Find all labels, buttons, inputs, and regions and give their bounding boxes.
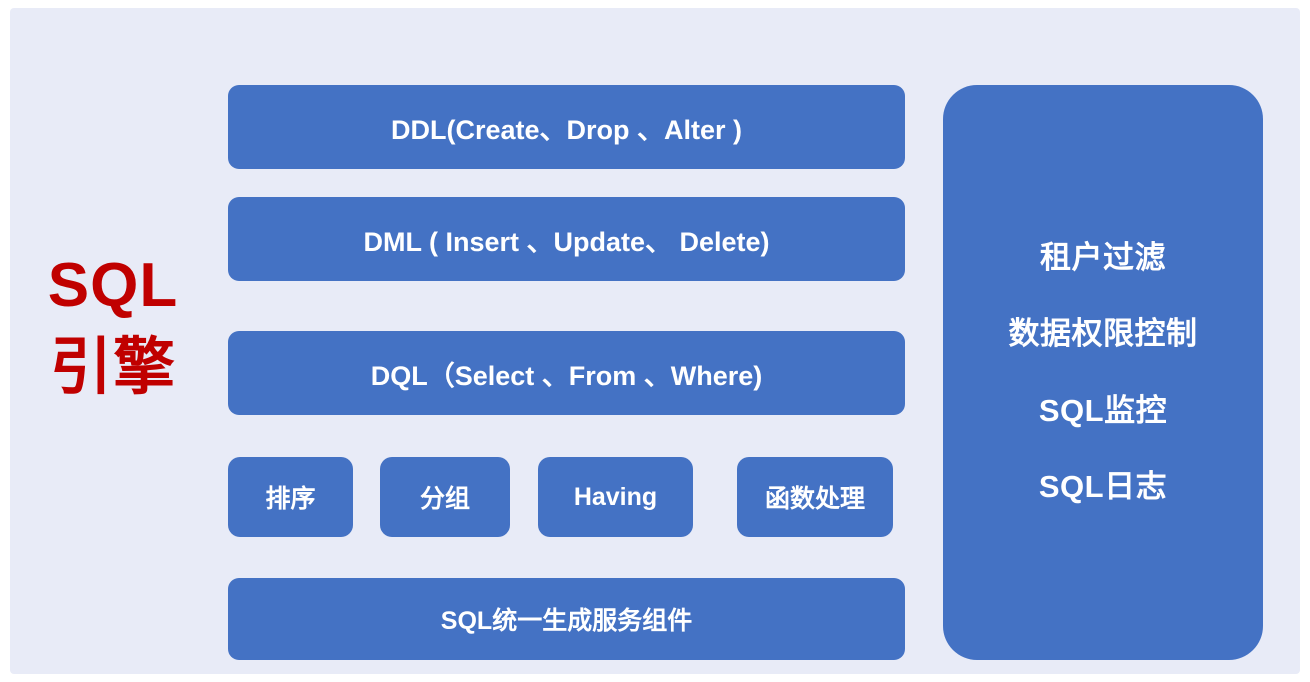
layer-box-ddl[interactable]: DDL(Create、Drop 、Alter ) — [228, 85, 905, 169]
operation-box-sort[interactable]: 排序 — [228, 457, 353, 537]
sql-engine-title-line1: SQL — [47, 251, 179, 320]
layer-box-dql[interactable]: DQL（Select 、From 、Where) — [228, 331, 905, 415]
operation-box-group[interactable]: 分组 — [380, 457, 510, 537]
operation-box-group-label: 分组 — [419, 485, 470, 513]
operation-box-function[interactable]: 函数处理 — [737, 457, 893, 537]
layer-box-dql-label: DQL（Select 、From 、Where) — [370, 360, 763, 391]
service-component-box[interactable]: SQL统一生成服务组件 — [228, 578, 905, 660]
service-component-label: SQL统一生成服务组件 — [440, 607, 693, 635]
operation-box-having-label: Having — [573, 482, 658, 511]
layer-box-dml-label: DML ( Insert 、Update、 Delete) — [363, 226, 770, 257]
side-item-data-permission[interactable]: 数据权限控制 — [1008, 316, 1198, 352]
layer-box-ddl-label: DDL(Create、Drop 、Alter ) — [390, 114, 743, 145]
sql-engine-title-line2: 引擎 — [49, 332, 176, 402]
operation-box-function-label: 函数处理 — [764, 485, 865, 513]
operation-box-having[interactable]: Having — [538, 457, 693, 537]
side-item-sql-monitor[interactable]: SQL监控 — [1038, 392, 1168, 428]
side-item-sql-log[interactable]: SQL日志 — [1038, 468, 1168, 504]
side-panel-features: 租户过滤 数据权限控制 SQL监控 SQL日志 — [943, 85, 1263, 660]
operation-box-sort-label: 排序 — [265, 485, 316, 513]
layer-box-dml[interactable]: DML ( Insert 、Update、 Delete) — [228, 197, 905, 281]
side-item-tenant-filter[interactable]: 租户过滤 — [1040, 240, 1166, 276]
sql-engine-title: SQL 引擎 — [18, 245, 208, 409]
